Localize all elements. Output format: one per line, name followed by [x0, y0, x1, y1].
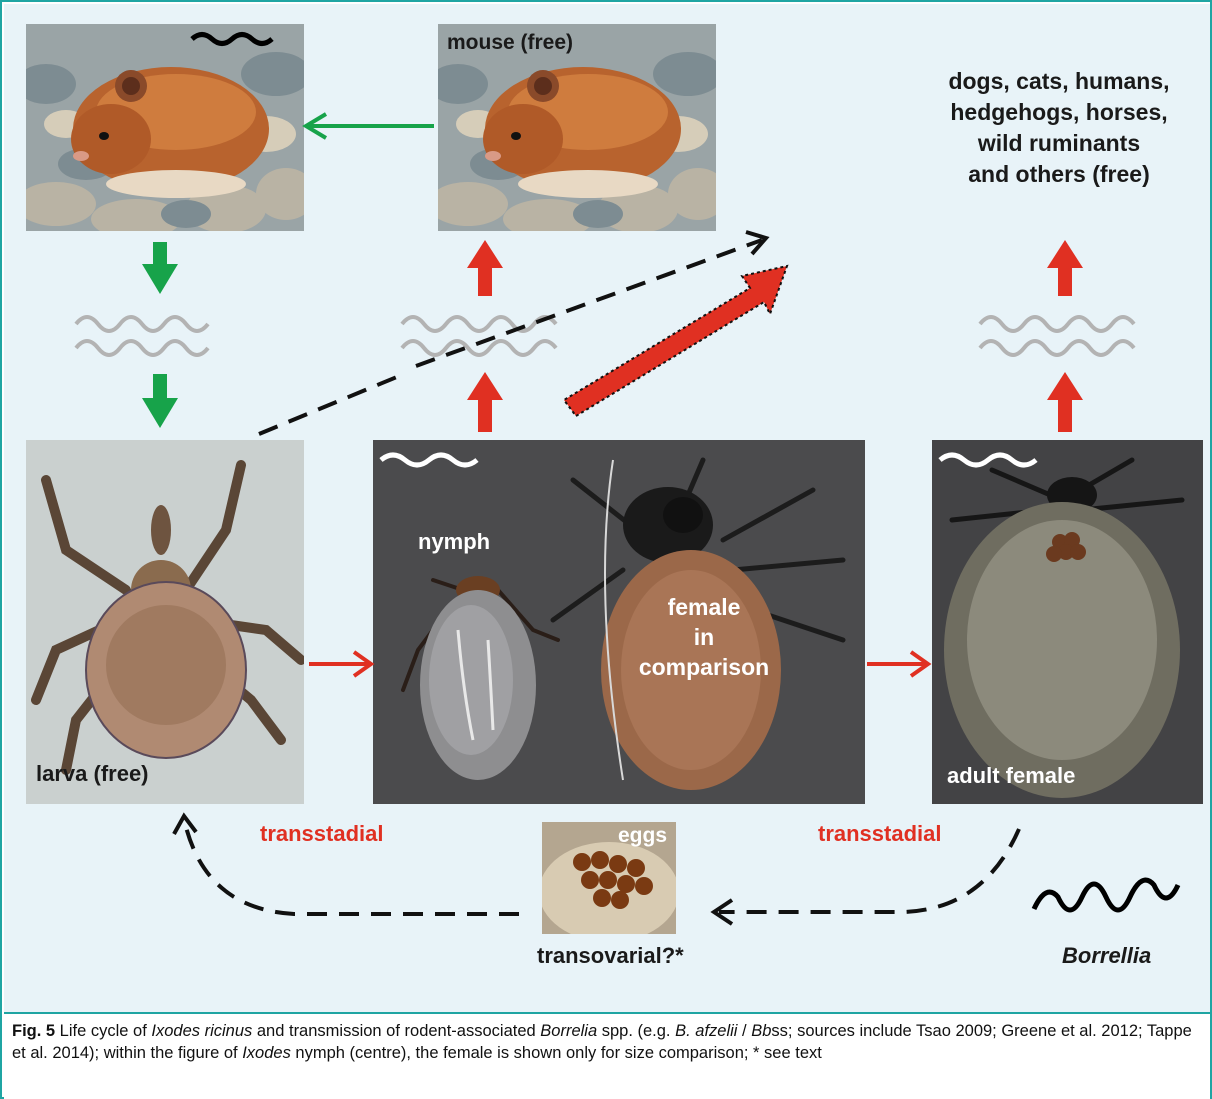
- red-arrow-nymph-adult: [867, 652, 928, 676]
- hosts-line-2: hedgehogs, horses,: [909, 97, 1209, 128]
- caption-text-2: and transmission of rodent-associated: [252, 1022, 540, 1040]
- figure-caption: Fig. 5 Life cycle of Ixodes ricinus and …: [12, 1020, 1202, 1064]
- caption-text-1: Life cycle of: [55, 1022, 151, 1040]
- double-wave-centre: [402, 317, 556, 355]
- borrelia-wave-mouse: [192, 35, 272, 44]
- green-arrow-down-bottom: [142, 374, 178, 428]
- green-arrow-down-top: [142, 242, 178, 294]
- caption-text-4: /: [737, 1022, 751, 1040]
- red-arrow-up-adult-bottom: [1047, 372, 1083, 432]
- adult-female-label: adult female: [947, 763, 1075, 789]
- female-comparison-line-1: female: [629, 592, 779, 622]
- transovarial-label: transovarial?*: [537, 943, 684, 969]
- double-wave-left: [76, 317, 208, 355]
- transstadial-right-label: transstadial: [818, 821, 942, 847]
- nymph-label: nymph: [418, 529, 490, 555]
- hosts-label: dogs, cats, humans, hedgehogs, horses, w…: [909, 66, 1209, 190]
- eggs-label: eggs: [618, 824, 667, 848]
- diagram-panel: mouse (free) dogs, cats, humans, hedgeho…: [4, 4, 1210, 1014]
- larva-label: larva (free): [36, 761, 149, 787]
- green-arrow-horizontal: [306, 114, 434, 138]
- double-wave-right: [980, 317, 1134, 355]
- hosts-line-3: wild ruminants: [909, 128, 1209, 159]
- caption-text-3: spp. (e.g.: [597, 1022, 675, 1040]
- borrelia-wave-icon: [1034, 880, 1178, 910]
- caption-italic-1: Ixodes ricinus: [151, 1022, 252, 1040]
- caption-text-6: nymph (centre), the female is shown only…: [291, 1044, 822, 1062]
- caption-italic-5: Ixodes: [242, 1044, 291, 1062]
- caption-fig-number: Fig. 5: [12, 1022, 55, 1040]
- female-comparison-line-2: in: [629, 622, 779, 652]
- caption-italic-4: Bb: [751, 1022, 771, 1040]
- hosts-line-4: and others (free): [909, 159, 1209, 190]
- red-arrow-up-nymph-top: [467, 240, 503, 296]
- female-comparison-line-3: comparison: [629, 652, 779, 682]
- caption-italic-3: B. afzelii: [675, 1022, 737, 1040]
- borrelia-wave-nymph: [381, 455, 477, 465]
- caption-box: Fig. 5 Life cycle of Ixodes ricinus and …: [4, 1012, 1210, 1099]
- red-arrow-larva-nymph: [309, 652, 371, 676]
- female-comparison-label: female in comparison: [629, 592, 779, 682]
- borrellia-label: Borrellia: [1062, 943, 1151, 969]
- red-arrow-up-nymph-bottom: [467, 372, 503, 432]
- mouse-free-label: mouse (free): [447, 31, 573, 55]
- borrelia-wave-adult: [940, 455, 1036, 465]
- caption-italic-2: Borrelia: [540, 1022, 597, 1040]
- hosts-line-1: dogs, cats, humans,: [909, 66, 1209, 97]
- red-diagonal-arrow: [564, 266, 787, 416]
- red-arrow-up-adult-top: [1047, 240, 1083, 296]
- transstadial-left-label: transstadial: [260, 821, 384, 847]
